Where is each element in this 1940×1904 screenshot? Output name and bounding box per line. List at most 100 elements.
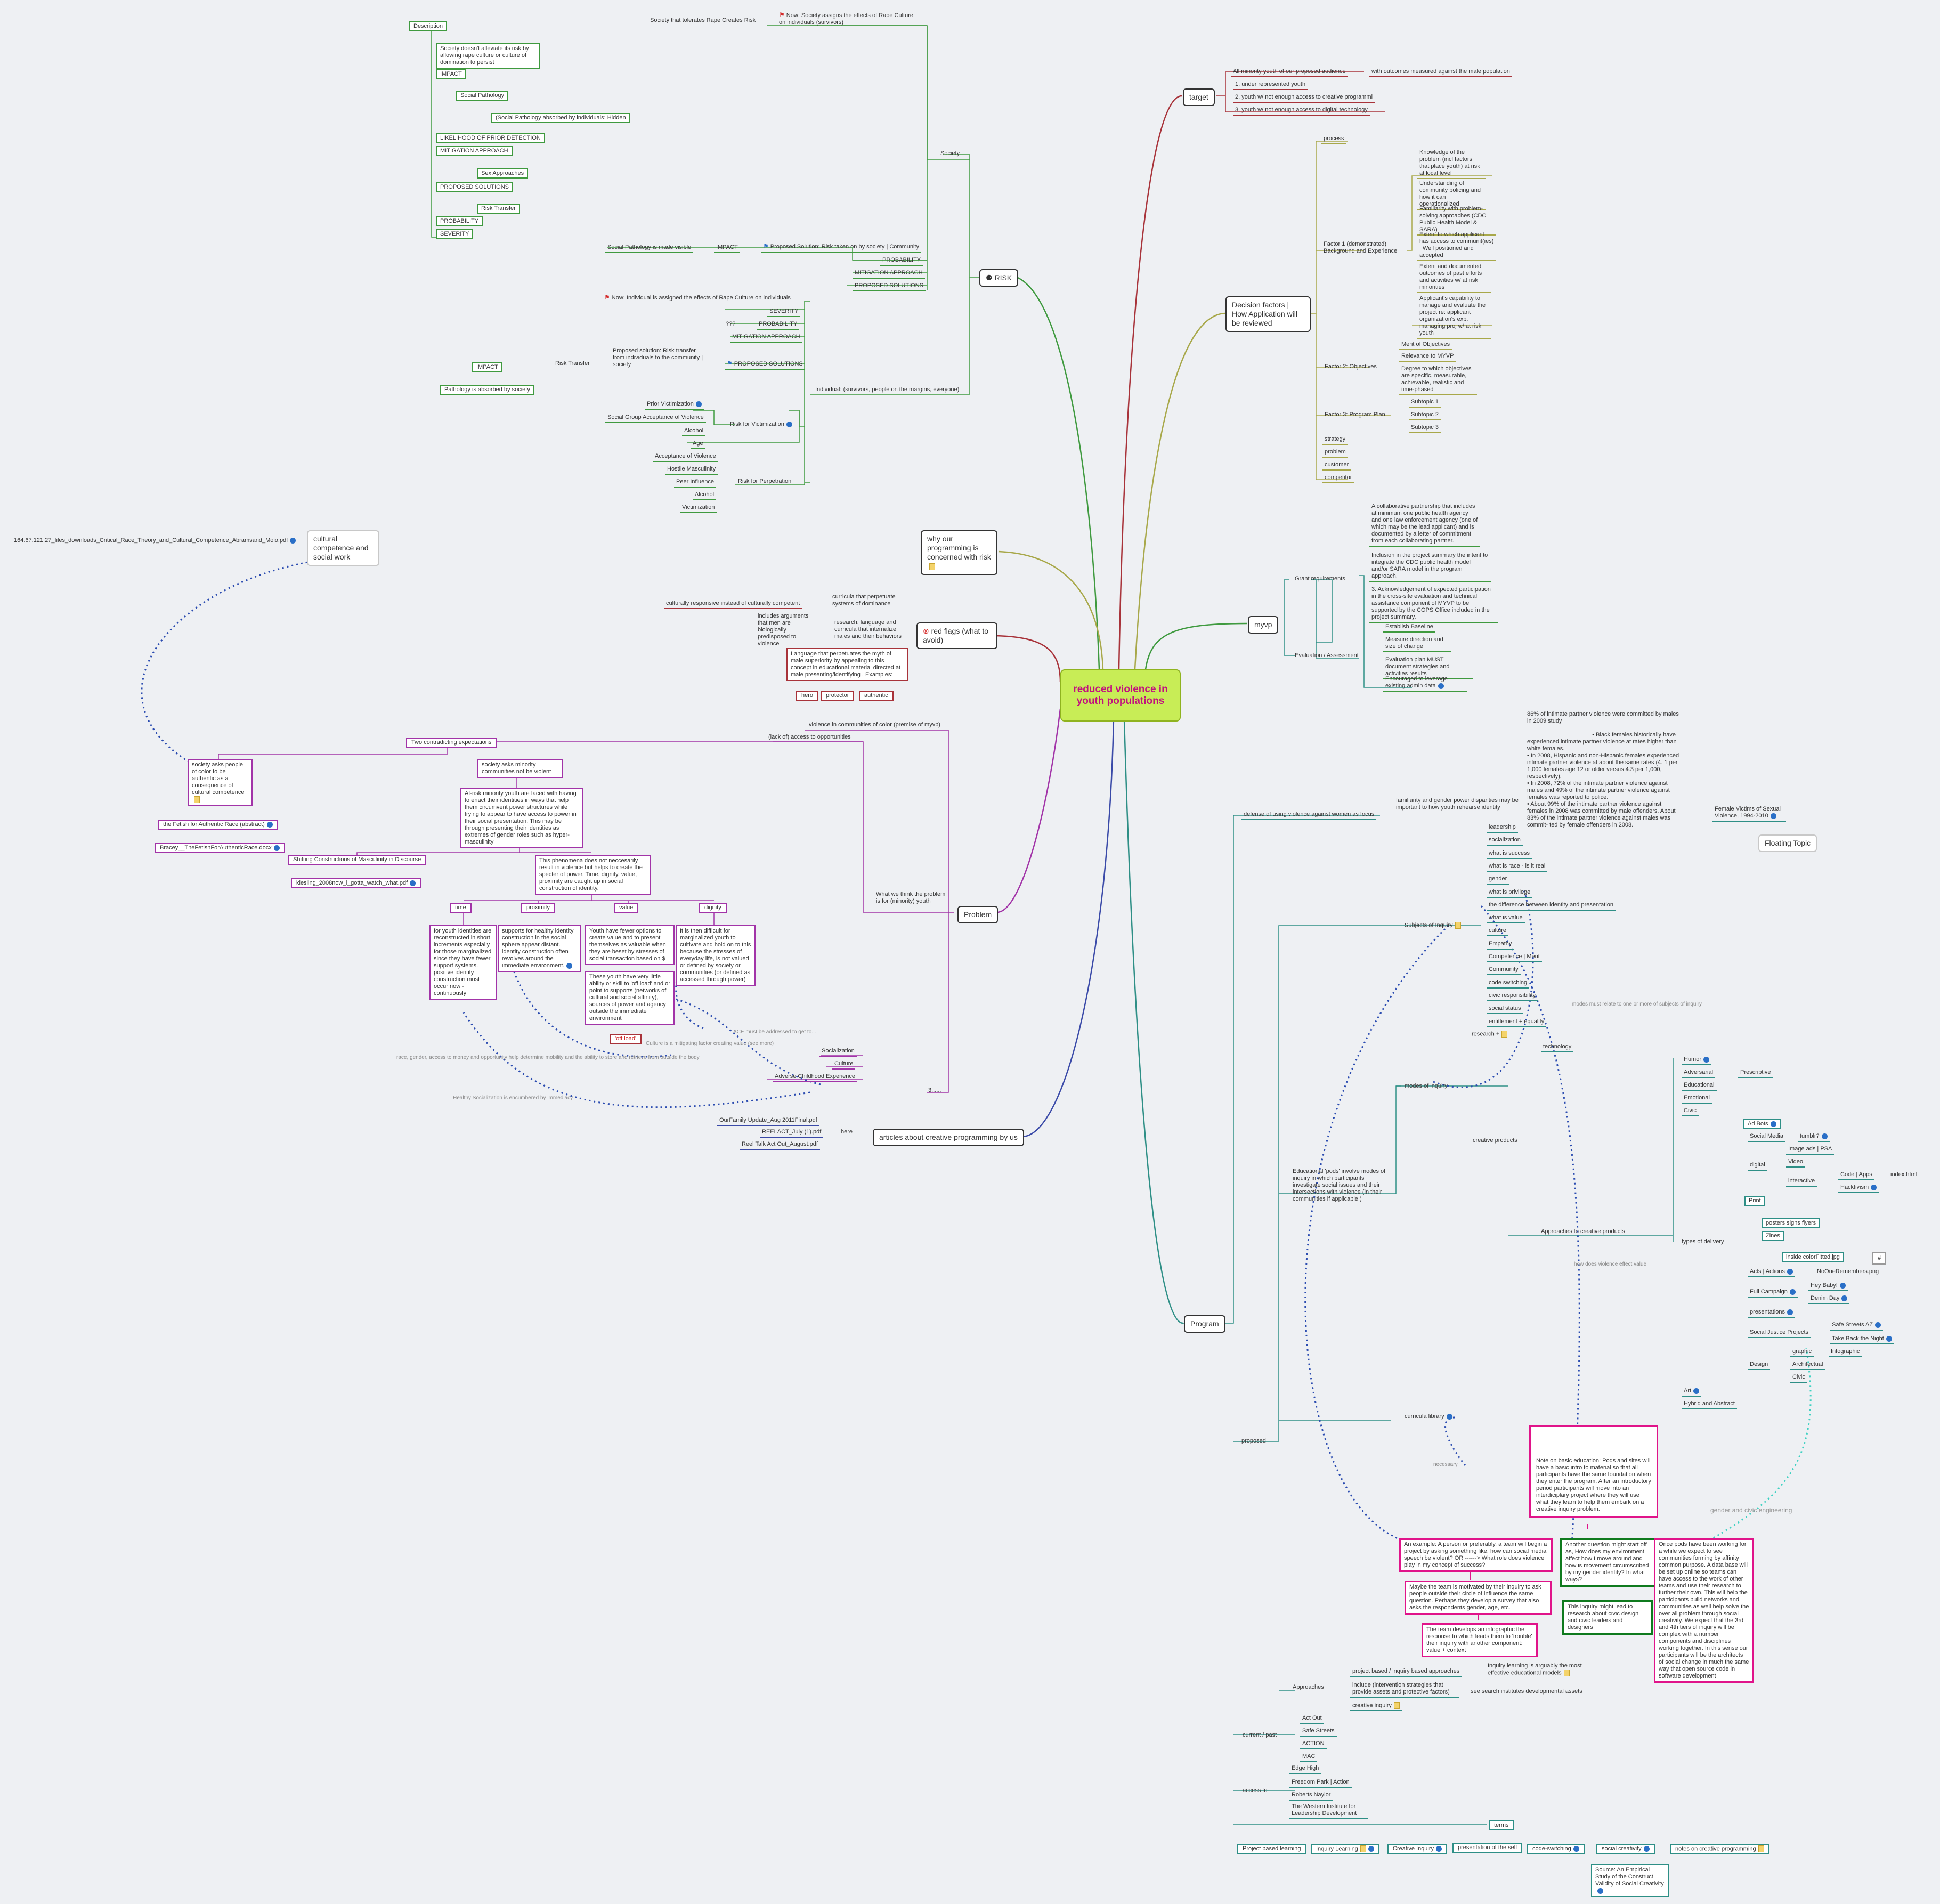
- subject-item[interactable]: the difference between identity and pres…: [1487, 902, 1616, 911]
- term-item[interactable]: code-switching: [1527, 1844, 1585, 1854]
- stats-text[interactable]: 86% of intimate partner violence were co…: [1527, 711, 1679, 828]
- target-topic[interactable]: target: [1183, 88, 1215, 106]
- likelihood-box[interactable]: LIKELIHOOD OF PRIOR DETECTION: [436, 133, 545, 143]
- made-visible-label[interactable]: Social Pathology is made visible: [605, 244, 694, 253]
- ind-mitigation-label[interactable]: MITIGATION APPROACH: [730, 334, 802, 343]
- approaches-creative-label[interactable]: Approaches to creative products: [1541, 1228, 1625, 1235]
- here-label[interactable]: here: [841, 1129, 853, 1135]
- factor1-item[interactable]: Extent and documented outcomes of past e…: [1417, 263, 1491, 293]
- factor1-label[interactable]: Factor 1 (demonstrated) Background and E…: [1324, 241, 1398, 254]
- art[interactable]: Art: [1682, 1388, 1702, 1397]
- mitigation2-label[interactable]: MITIGATION APPROACH: [853, 270, 925, 279]
- proximity-text[interactable]: supports for healthy identity constructi…: [498, 925, 581, 972]
- approaches-label[interactable]: Approaches: [1293, 1684, 1324, 1690]
- target-item[interactable]: 3. youth w/ not enough access to digital…: [1233, 107, 1370, 116]
- digital[interactable]: digital: [1748, 1162, 1767, 1171]
- bracey-file[interactable]: Bracey__TheFetishForAuthenticRace.docx: [155, 843, 285, 853]
- current-item[interactable]: Safe Streets: [1300, 1728, 1337, 1737]
- graphic[interactable]: graphic: [1790, 1348, 1814, 1357]
- subject-item[interactable]: code switching: [1487, 979, 1530, 989]
- dignity-box[interactable]: dignity: [699, 903, 727, 913]
- perp-item[interactable]: Acceptance of Violence: [653, 453, 718, 462]
- hybrid[interactable]: Hybrid and Abstract: [1682, 1400, 1737, 1409]
- creative-label[interactable]: creative products: [1473, 1137, 1517, 1144]
- female-victims[interactable]: Female Victims of Sexual Violence, 1994-…: [1712, 806, 1786, 822]
- severity-box[interactable]: SEVERITY: [436, 229, 474, 239]
- ind-proposed-label[interactable]: ⚑PROPOSED SOLUTIONS: [725, 360, 805, 370]
- factor1-item[interactable]: Knowledge of the problem (incl factors t…: [1417, 149, 1486, 179]
- genre-item[interactable]: Educational: [1682, 1082, 1717, 1091]
- current-item[interactable]: Act Out: [1300, 1715, 1324, 1724]
- subject-item[interactable]: what is privilege: [1487, 889, 1533, 898]
- society-asks-people[interactable]: society asks people of color to be authe…: [188, 759, 253, 806]
- includes-label[interactable]: includes arguments that men are biologic…: [758, 613, 809, 647]
- research-label[interactable]: research +: [1472, 1031, 1508, 1038]
- sex-approaches-box[interactable]: Sex Approaches: [477, 168, 529, 179]
- description-text[interactable]: Society doesn't alleviate its risk by al…: [436, 43, 540, 69]
- maybe-box[interactable]: Maybe the team is motivated by their inq…: [1405, 1581, 1552, 1615]
- research-label[interactable]: research, language and curricula that in…: [834, 619, 902, 639]
- article-file[interactable]: OurFamily Update_Aug 2011Final.pdf: [717, 1117, 819, 1126]
- what-we-think[interactable]: What we think the problem is for (minori…: [876, 891, 946, 904]
- eval-item[interactable]: Measure direction and size of change: [1383, 636, 1451, 652]
- modes-label[interactable]: modes of inquiry: [1405, 1083, 1448, 1089]
- individual-label[interactable]: Individual: (survivors, people on the ma…: [815, 386, 960, 393]
- current-item[interactable]: MAC: [1300, 1753, 1318, 1762]
- vict-item[interactable]: Social Group Acceptance of Violence: [605, 414, 706, 423]
- red-flags-topic[interactable]: ⊗ red flags (what to avoid): [916, 622, 997, 649]
- decision-other[interactable]: customer: [1322, 461, 1351, 471]
- vict-item[interactable]: Alcohol: [682, 427, 706, 436]
- subject-item[interactable]: civic responsibility: [1487, 992, 1538, 1001]
- articles-topic[interactable]: articles about creative programming by u…: [873, 1129, 1024, 1146]
- code-apps[interactable]: Code | Apps: [1838, 1171, 1874, 1180]
- subjects-label[interactable]: Subjects of Inquiry: [1405, 922, 1461, 929]
- outcomes-label[interactable]: with outcomes measured against the male …: [1369, 68, 1512, 77]
- impact2-label[interactable]: IMPACT: [714, 244, 740, 253]
- see-search-label[interactable]: see search institutes developmental asse…: [1471, 1688, 1582, 1695]
- include-label[interactable]: include (intervention strategies that pr…: [1350, 1682, 1459, 1698]
- article-file[interactable]: Reel Talk Act Out_August.pdf: [740, 1141, 820, 1150]
- decision-topic[interactable]: Decision factors | How Application will …: [1225, 296, 1311, 332]
- example-box[interactable]: An example: A person or preferably, a te…: [1399, 1538, 1553, 1572]
- description-box[interactable]: Description: [409, 21, 448, 31]
- risk-transfer-box[interactable]: Risk Transfer: [477, 204, 520, 214]
- social-media[interactable]: Social Media: [1748, 1133, 1785, 1142]
- denim-day[interactable]: Denim Day: [1808, 1295, 1850, 1304]
- value-text2[interactable]: These youth have very little ability or …: [585, 971, 675, 1025]
- article-file[interactable]: REELACT_July (1).pdf: [760, 1129, 824, 1138]
- target-item[interactable]: 2. youth w/ not enough access to creativ…: [1233, 94, 1375, 103]
- fetish-box[interactable]: the Fetish for Authentic Race (abstract): [158, 820, 278, 830]
- factor1-item[interactable]: Understanding of community policing and …: [1417, 180, 1486, 210]
- genre-item[interactable]: Emotional: [1682, 1095, 1712, 1104]
- decision-other[interactable]: competitor: [1322, 474, 1354, 483]
- absorbed-box[interactable]: Pathology is absorbed by society: [440, 385, 534, 395]
- pods-label[interactable]: Educational 'pods' involve modes of inqu…: [1293, 1168, 1386, 1202]
- risk-topic[interactable]: ⚈ RISK: [979, 269, 1019, 287]
- factor3-item[interactable]: Subtopic 1: [1409, 399, 1441, 408]
- noone-file[interactable]: NoOneRemembers.png: [1817, 1268, 1879, 1275]
- society-now-label[interactable]: ⚑Now: Society assigns the effects of Rap…: [779, 11, 914, 26]
- central-topic[interactable]: reduced violence in youth populations: [1060, 669, 1181, 722]
- index-file[interactable]: index.html: [1890, 1171, 1918, 1178]
- civic2[interactable]: Civic: [1790, 1374, 1807, 1383]
- subject-item[interactable]: Empathy: [1487, 941, 1514, 950]
- perp-item[interactable]: Peer Influence: [674, 479, 716, 488]
- why-topic[interactable]: why our programming is concerned with ri…: [921, 530, 997, 575]
- subject-item[interactable]: entitlement + equality: [1487, 1018, 1547, 1027]
- note-basic-box[interactable]: Note on basic education: Pods and sites …: [1529, 1425, 1658, 1518]
- ace-label[interactable]: Adverse Childhood Experience: [773, 1073, 858, 1082]
- three-label[interactable]: 3......: [928, 1087, 941, 1093]
- subject-item[interactable]: culture: [1487, 927, 1509, 937]
- perp-item[interactable]: Victimization: [680, 504, 717, 513]
- sjp[interactable]: Social Justice Projects: [1748, 1329, 1811, 1338]
- access-label[interactable]: access to: [1243, 1787, 1268, 1794]
- perp-item[interactable]: Alcohol: [693, 491, 717, 500]
- current-label[interactable]: current / past: [1243, 1732, 1277, 1738]
- familiarity-label[interactable]: familiarity and gender power disparities…: [1396, 797, 1519, 811]
- ind-risk-transfer[interactable]: Risk Transfer: [555, 360, 590, 367]
- gender-civic-label[interactable]: gender and civic engineering: [1710, 1506, 1792, 1514]
- safe-streets[interactable]: Safe Streets AZ: [1830, 1322, 1884, 1331]
- video[interactable]: Video: [1786, 1158, 1805, 1168]
- factor3-item[interactable]: Subtopic 2: [1409, 411, 1441, 420]
- impact-box[interactable]: IMPACT: [436, 69, 466, 79]
